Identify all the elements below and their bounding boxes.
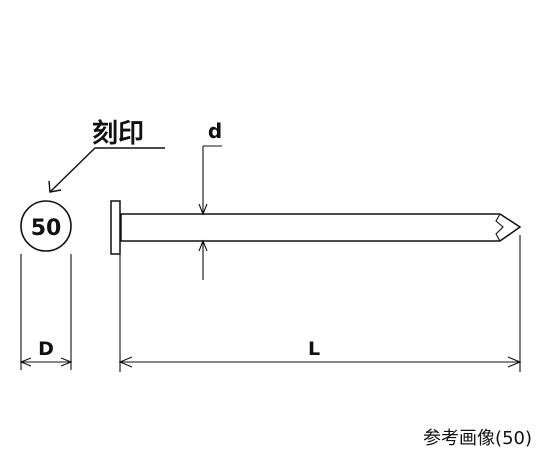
head-diameter-dimension bbox=[19, 254, 73, 370]
length-dimension bbox=[118, 235, 522, 372]
shank-diameter-dimension bbox=[198, 145, 222, 280]
nail-point bbox=[499, 213, 522, 242]
stamp-leader-arrow bbox=[48, 147, 165, 193]
length-label: L bbox=[308, 338, 320, 360]
nail-side-view bbox=[110, 200, 522, 255]
nail-head bbox=[110, 200, 121, 255]
stamp-label: 刻印 bbox=[92, 118, 144, 149]
shank-diameter-label: d bbox=[208, 119, 222, 143]
reference-image-caption: 参考画像(50) bbox=[423, 428, 532, 449]
head-diameter-label: D bbox=[38, 338, 54, 360]
head-end-view bbox=[20, 200, 72, 252]
stamp-number: 50 bbox=[31, 216, 62, 241]
